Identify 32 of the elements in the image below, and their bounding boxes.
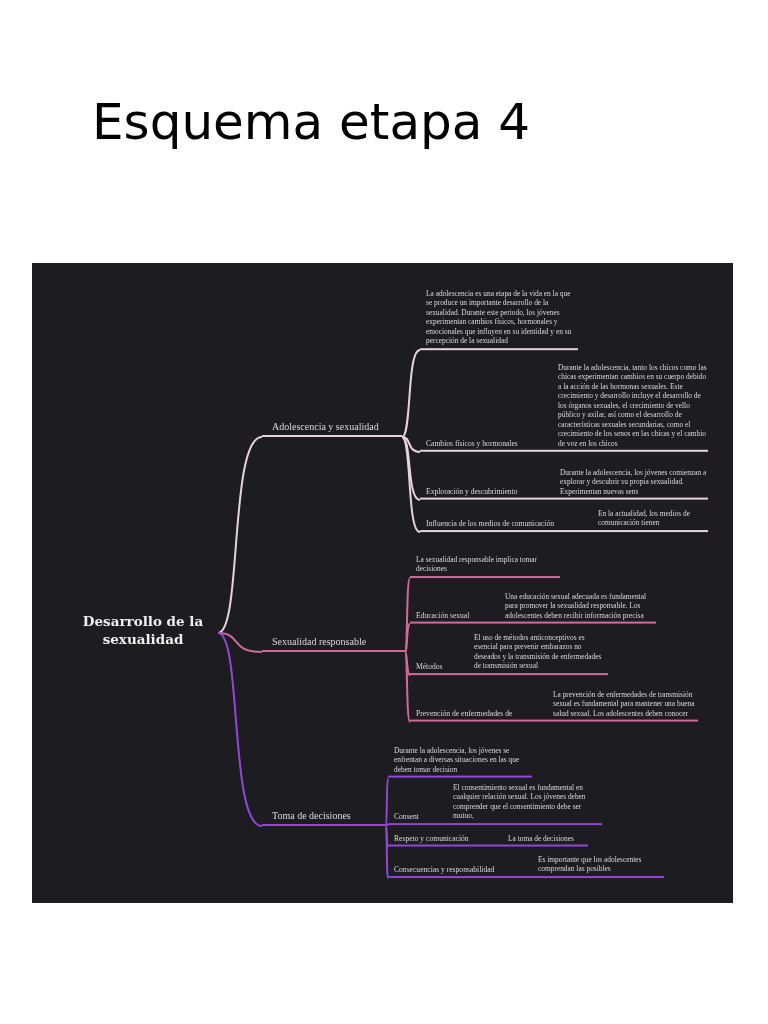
branch-connector — [401, 436, 421, 501]
branch-topic — [262, 810, 386, 826]
branch-topic — [410, 689, 698, 722]
topic-label: Adolescencia y sexualidad — [271, 421, 379, 433]
branch-topic — [262, 421, 402, 437]
central-topic: Desarrollo de la sexualidad — [68, 612, 218, 649]
branch-topic — [420, 467, 708, 500]
branch-connector — [401, 349, 421, 438]
branch-connector — [404, 651, 411, 723]
branch-connector — [217, 632, 263, 653]
branch-connector — [385, 777, 389, 827]
branch-topic — [420, 362, 708, 452]
branch-topic — [388, 783, 602, 825]
branch-connector — [217, 436, 263, 634]
branch-topic — [388, 855, 664, 878]
branch-connector — [385, 824, 389, 827]
branch-connector — [404, 623, 411, 653]
branch-topic — [410, 633, 608, 675]
page-title: Esquema etapa 4 — [92, 92, 531, 152]
branch-connector — [401, 436, 421, 453]
branch-connector — [217, 632, 263, 827]
branch-topic — [410, 591, 656, 624]
branch-topic — [262, 636, 405, 652]
topic-label: Sexualidad responsable — [271, 636, 367, 648]
branch-topic — [410, 555, 560, 578]
branch-connector — [404, 651, 411, 676]
branch-connector — [385, 825, 389, 879]
branch-topic — [388, 833, 588, 847]
branch-topic — [420, 509, 708, 532]
branch-topic — [388, 745, 532, 778]
topic-label: Toma de decisiones — [271, 810, 351, 822]
branch-connector — [401, 436, 421, 533]
